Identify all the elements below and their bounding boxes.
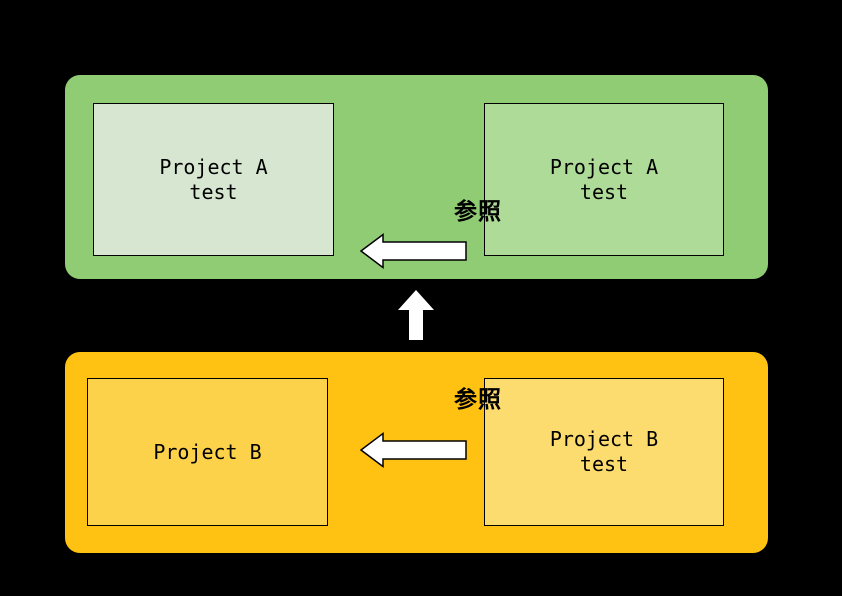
up-arrow-icon: [398, 290, 434, 340]
project-a-group: Project A test Project A test 参照: [65, 75, 768, 279]
project-a-right-box-label: Project A test: [549, 154, 659, 204]
project-b-right-box: Project B test: [484, 378, 724, 526]
project-a-right-box: Project A test: [484, 103, 724, 256]
left-arrow-icon-top: [360, 233, 467, 269]
project-b-left-box-label: Project B: [153, 439, 262, 464]
project-a-left-box-label: Project A test: [159, 154, 268, 204]
project-a-left-box: Project A test: [93, 103, 334, 256]
project-b-right-box-label: Project B test: [549, 427, 659, 476]
reference-label-bottom: 参照: [454, 387, 502, 413]
reference-label-top: 参照: [454, 199, 502, 225]
left-arrow-icon-bottom: [360, 432, 467, 468]
project-b-group: Project B Project B test 参照: [65, 352, 768, 553]
project-b-left-box: Project B: [87, 378, 328, 526]
